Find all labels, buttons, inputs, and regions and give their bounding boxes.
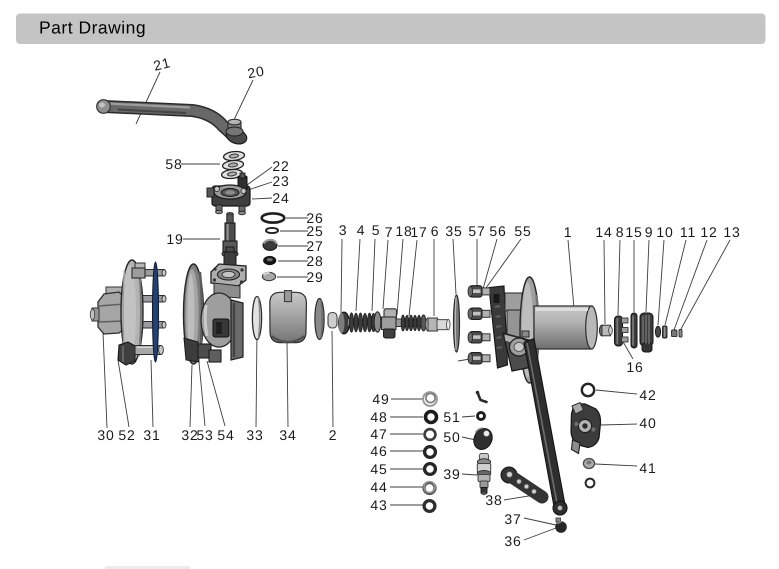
svg-text:58: 58 [165, 156, 182, 172]
svg-text:26: 26 [306, 210, 323, 226]
svg-text:14: 14 [595, 224, 612, 240]
svg-text:21: 21 [152, 54, 173, 74]
svg-text:51: 51 [443, 409, 460, 425]
svg-text:39: 39 [443, 466, 460, 482]
svg-text:19: 19 [166, 231, 183, 247]
svg-text:34: 34 [279, 427, 296, 443]
svg-text:50: 50 [443, 429, 460, 445]
svg-text:43: 43 [370, 497, 387, 513]
svg-text:36: 36 [504, 533, 521, 549]
svg-text:22: 22 [272, 158, 289, 174]
svg-text:52: 52 [118, 427, 135, 443]
svg-text:1: 1 [564, 224, 573, 240]
svg-text:27: 27 [306, 238, 323, 254]
svg-text:2: 2 [329, 427, 338, 443]
svg-text:15: 15 [625, 224, 642, 240]
svg-text:18: 18 [395, 223, 412, 239]
svg-text:31: 31 [143, 427, 160, 443]
svg-text:55: 55 [514, 223, 531, 239]
svg-text:33: 33 [246, 427, 263, 443]
svg-text:42: 42 [639, 387, 656, 403]
svg-text:3: 3 [339, 222, 348, 238]
svg-text:11: 11 [680, 224, 696, 240]
svg-text:7: 7 [385, 224, 394, 240]
svg-text:12: 12 [700, 224, 717, 240]
svg-text:56: 56 [489, 223, 506, 239]
svg-text:24: 24 [272, 190, 289, 206]
svg-text:46: 46 [370, 443, 387, 459]
svg-text:45: 45 [370, 461, 387, 477]
svg-text:41: 41 [639, 460, 656, 476]
svg-text:38: 38 [485, 492, 502, 508]
svg-text:4: 4 [357, 222, 366, 238]
svg-text:23: 23 [272, 173, 289, 189]
svg-text:6: 6 [431, 223, 440, 239]
svg-text:20: 20 [246, 63, 266, 82]
svg-text:17: 17 [410, 224, 427, 240]
svg-text:8: 8 [616, 224, 625, 240]
svg-text:13: 13 [723, 224, 740, 240]
svg-text:9: 9 [645, 224, 654, 240]
svg-text:40: 40 [639, 415, 656, 431]
svg-text:30: 30 [97, 427, 114, 443]
svg-text:16: 16 [626, 359, 643, 375]
svg-text:54: 54 [217, 427, 234, 443]
svg-text:32: 32 [181, 427, 198, 443]
svg-text:37: 37 [504, 511, 521, 527]
svg-text:47: 47 [370, 426, 387, 442]
svg-text:29: 29 [306, 269, 323, 285]
svg-text:53: 53 [196, 427, 213, 443]
svg-text:48: 48 [370, 409, 387, 425]
svg-text:Part Drawing: Part Drawing [39, 18, 146, 38]
svg-text:10: 10 [656, 224, 673, 240]
svg-text:57: 57 [468, 223, 485, 239]
svg-text:49: 49 [372, 391, 389, 407]
svg-text:25: 25 [306, 223, 323, 239]
svg-text:5: 5 [372, 222, 381, 238]
svg-text:44: 44 [370, 479, 387, 495]
svg-text:35: 35 [445, 223, 462, 239]
svg-text:28: 28 [306, 253, 323, 269]
